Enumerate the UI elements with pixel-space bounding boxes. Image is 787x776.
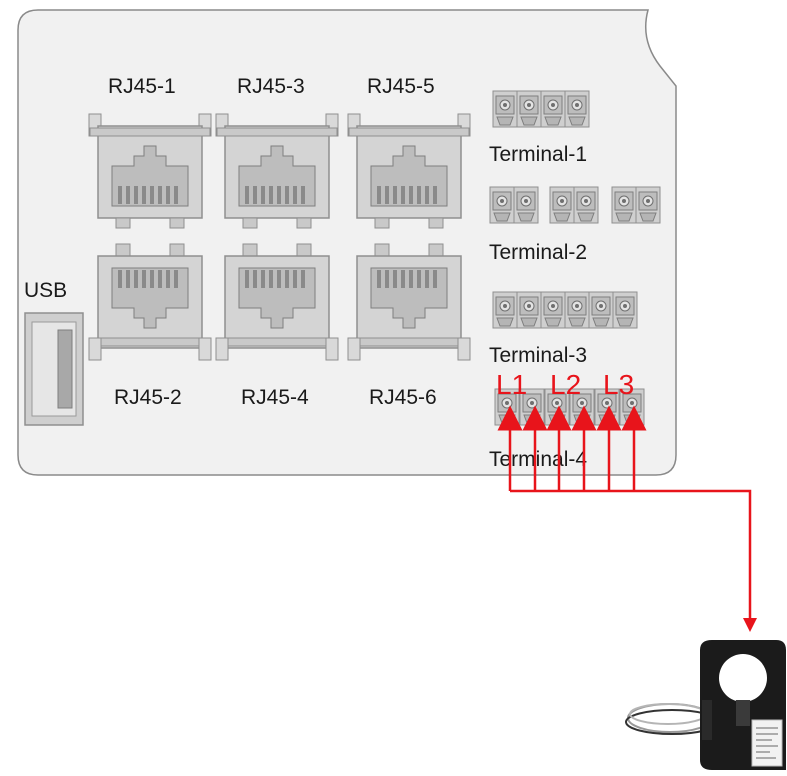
rj45-label-4: RJ45-4 xyxy=(241,386,309,409)
rj45-port-1 xyxy=(88,113,212,229)
terminal-label-4: Terminal-4 xyxy=(489,448,587,471)
phase-label-l3: L3 xyxy=(603,369,634,400)
arrow-down-icon xyxy=(743,618,757,632)
terminal-label-3: Terminal-3 xyxy=(489,344,587,367)
terminal-label-2: Terminal-2 xyxy=(489,241,587,264)
ct-wiring xyxy=(497,405,752,622)
rj45-label-6: RJ45-6 xyxy=(369,386,437,409)
terminal-block-2 xyxy=(489,186,661,224)
rj45-label-5: RJ45-5 xyxy=(367,75,435,98)
rj45-port-3 xyxy=(215,113,339,229)
rj45-port-2 xyxy=(88,243,212,361)
current-transformer xyxy=(625,640,786,770)
usb-label: USB xyxy=(24,279,67,302)
rj45-label-1: RJ45-1 xyxy=(108,75,176,98)
terminal-label-1: Terminal-1 xyxy=(489,143,587,166)
rj45-port-5 xyxy=(347,113,471,229)
rj45-port-6 xyxy=(347,243,471,361)
phase-label-l2: L2 xyxy=(550,369,581,400)
phase-label-l1: L1 xyxy=(496,369,527,400)
rj45-port-4 xyxy=(215,243,339,361)
terminal-block-3 xyxy=(492,291,638,329)
usb-port xyxy=(24,312,84,426)
rj45-label-3: RJ45-3 xyxy=(237,75,305,98)
terminal-block-1 xyxy=(492,90,590,128)
rj45-label-2: RJ45-2 xyxy=(114,386,182,409)
